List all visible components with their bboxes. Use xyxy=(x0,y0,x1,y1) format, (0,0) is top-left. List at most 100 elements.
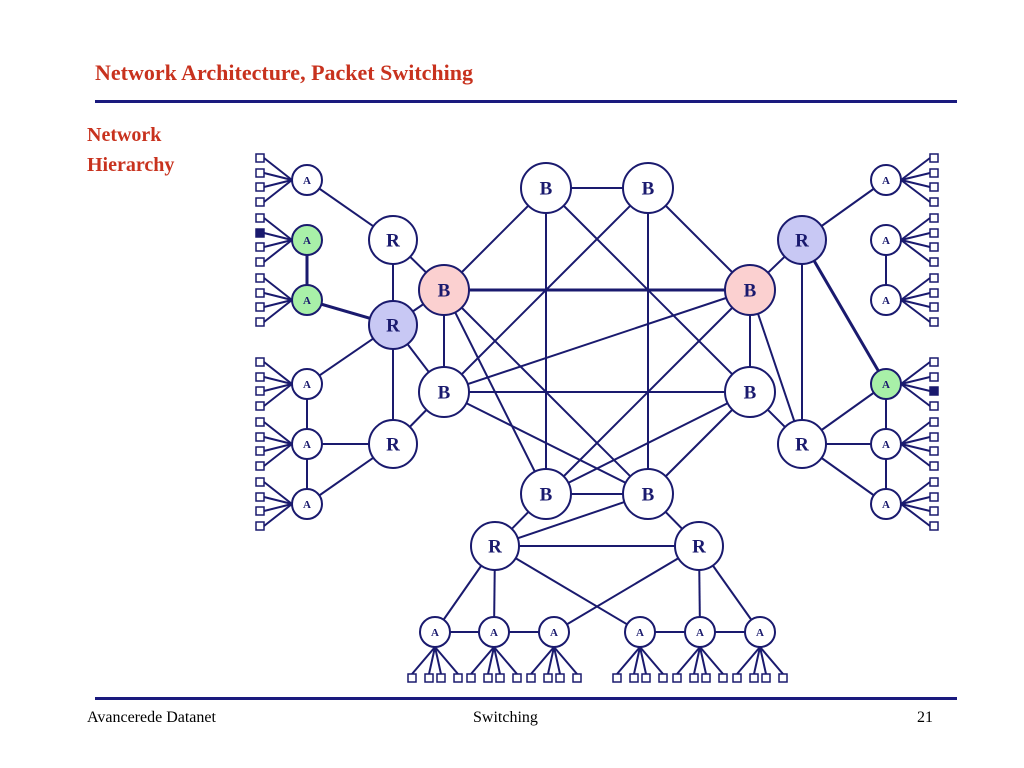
host-port-ar6-2 xyxy=(929,492,939,502)
host-port-al5-3 xyxy=(255,446,265,456)
node-al3: A xyxy=(291,284,323,316)
link-b4-b5 xyxy=(443,289,751,393)
host-port-ar4-2 xyxy=(929,372,939,382)
link-ab3-r7 xyxy=(553,545,700,633)
node-b5: B xyxy=(418,366,470,418)
host-port-ar4-1 xyxy=(929,357,939,367)
node-label: A xyxy=(490,627,498,639)
node-r3: R xyxy=(368,419,418,469)
port-link xyxy=(553,646,561,675)
node-label: A xyxy=(303,499,311,511)
host-port-ar6-4 xyxy=(929,521,939,531)
host-port-ar5-4 xyxy=(929,461,939,471)
node-circle xyxy=(744,616,776,648)
host-port-ab1-3 xyxy=(436,673,446,683)
port-link xyxy=(900,179,931,203)
host-port-ar1-1 xyxy=(929,153,939,163)
host-port-al3-3 xyxy=(255,302,265,312)
node-circle xyxy=(624,616,656,648)
host-port-ab6-1 xyxy=(732,673,742,683)
port-link xyxy=(616,646,641,675)
port-link xyxy=(900,217,931,241)
subtitle-line-2: Hierarchy xyxy=(87,154,175,176)
node-al4: A xyxy=(291,368,323,400)
node-label: A xyxy=(882,499,890,511)
node-circle xyxy=(684,616,716,648)
port-link xyxy=(263,421,293,445)
node-ab4: A xyxy=(624,616,656,648)
node-r2: R xyxy=(368,300,418,350)
port-link xyxy=(699,646,707,675)
port-link xyxy=(263,361,293,385)
footer-center: Switching xyxy=(473,709,538,726)
host-port-al2-3 xyxy=(255,242,265,252)
node-label: B xyxy=(744,383,757,404)
host-port-ab5-4 xyxy=(718,673,728,683)
port-link xyxy=(547,646,555,675)
node-label: R xyxy=(795,231,809,252)
node-circle xyxy=(418,264,470,316)
host-port-ab1-2 xyxy=(424,673,434,683)
node-b1: B xyxy=(520,162,572,214)
port-link xyxy=(900,239,931,263)
port-link xyxy=(263,157,293,181)
node-ar5: A xyxy=(870,428,902,460)
host-port-ar6-1 xyxy=(929,477,939,487)
port-link xyxy=(900,481,931,505)
host-port-al1-1 xyxy=(255,153,265,163)
port-link xyxy=(900,361,931,385)
port-link xyxy=(900,503,931,512)
host-port-ab2-3 xyxy=(495,673,505,683)
host-port-ab6-2 xyxy=(749,673,759,683)
node-label: A xyxy=(550,627,558,639)
node-label: B xyxy=(438,383,451,404)
link-ar4-r4 xyxy=(800,239,888,385)
host-port-ab5-3 xyxy=(701,673,711,683)
port-link xyxy=(263,179,293,203)
port-link xyxy=(493,646,501,675)
host-port-ar2-3 xyxy=(929,242,939,252)
node-ab5: A xyxy=(684,616,716,648)
port-link xyxy=(263,277,293,301)
node-label: A xyxy=(303,439,311,451)
host-port-al4-2 xyxy=(255,372,265,382)
node-circle xyxy=(291,224,323,256)
host-port-ar2-2 xyxy=(929,228,939,238)
port-link xyxy=(900,172,931,181)
node-label: B xyxy=(642,485,655,506)
node-ar4: A xyxy=(870,368,902,400)
node-label: B xyxy=(540,179,553,200)
node-circle xyxy=(478,616,510,648)
port-link xyxy=(493,646,518,675)
node-label: A xyxy=(882,235,890,247)
node-circle xyxy=(520,468,572,520)
port-link xyxy=(263,383,293,392)
node-ab2: A xyxy=(478,616,510,648)
node-circle xyxy=(870,224,902,256)
host-port-ar2-4 xyxy=(929,257,939,267)
port-link xyxy=(676,646,701,675)
host-port-ab2-4 xyxy=(512,673,522,683)
node-label: A xyxy=(303,175,311,187)
port-link xyxy=(900,383,931,392)
host-port-ar3-2 xyxy=(929,288,939,298)
port-link xyxy=(900,277,931,301)
node-b8: B xyxy=(622,468,674,520)
port-link xyxy=(900,179,931,188)
node-circle xyxy=(291,284,323,316)
diagram-ports xyxy=(255,153,939,683)
node-circle xyxy=(291,428,323,460)
port-link xyxy=(263,239,293,248)
port-link xyxy=(900,436,931,445)
port-link xyxy=(428,646,436,675)
host-port-ar3-3 xyxy=(929,302,939,312)
node-label: R xyxy=(795,435,809,456)
host-port-ab4-3 xyxy=(641,673,651,683)
host-port-ab5-2 xyxy=(689,673,699,683)
node-b2: B xyxy=(622,162,674,214)
port-link xyxy=(263,172,293,181)
node-circle xyxy=(870,488,902,520)
node-circle xyxy=(870,368,902,400)
host-port-al1-2 xyxy=(255,168,265,178)
